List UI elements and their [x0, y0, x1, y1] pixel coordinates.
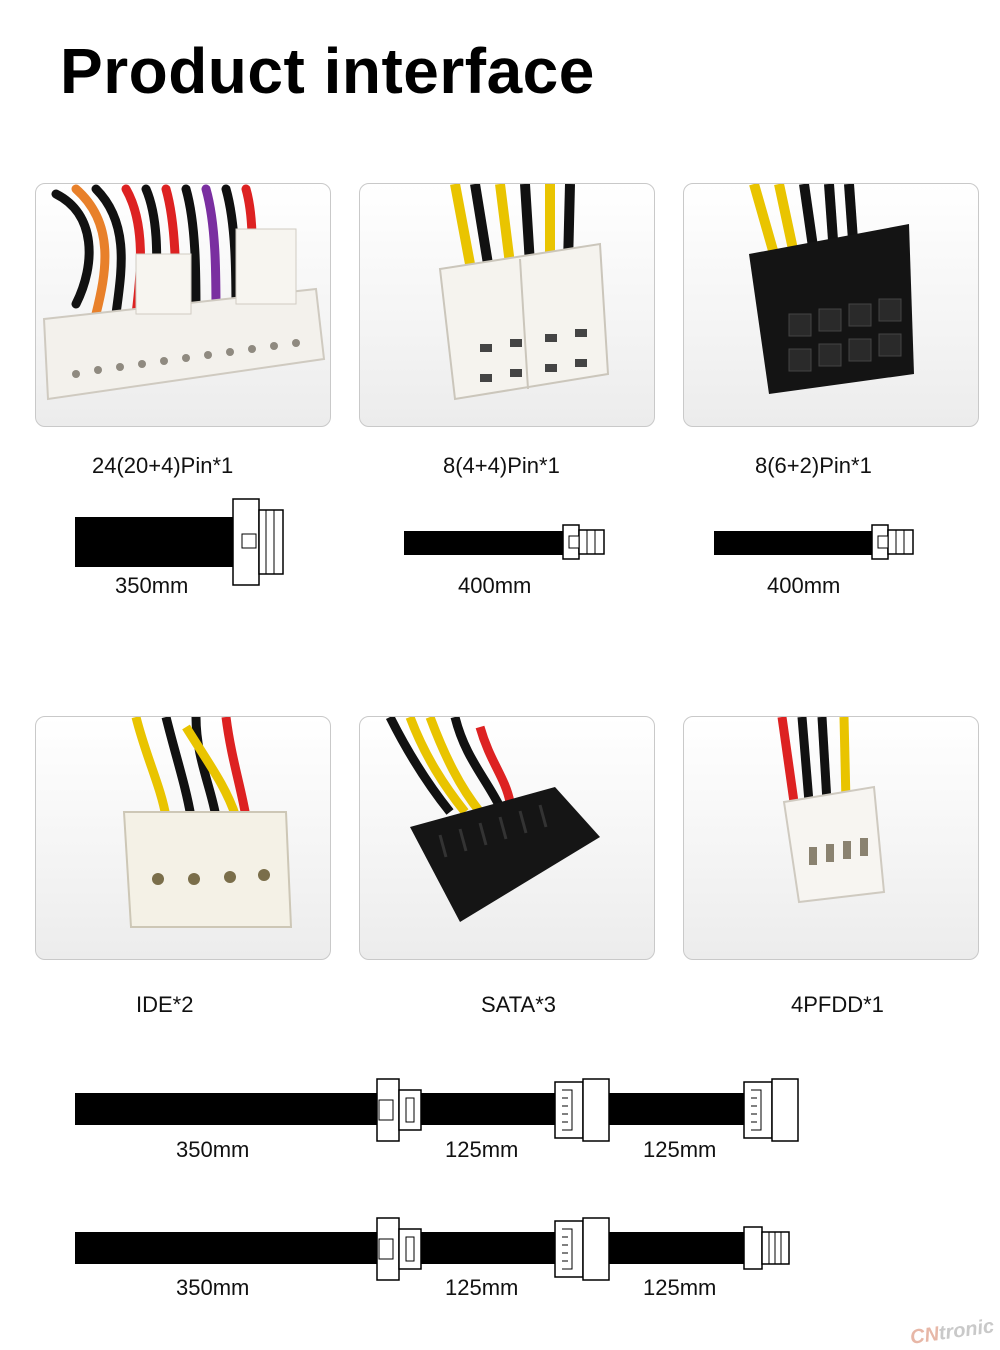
- cable-row-1-length-1: 350mm: [176, 1137, 250, 1162]
- cable-row-1-length-2: 125mm: [445, 1137, 519, 1162]
- cable-8pin-pcie: [714, 531, 874, 555]
- cable-row-2-segment-1: [75, 1232, 377, 1264]
- connector-8pin-pcie-icon: [871, 524, 914, 560]
- sata-connector-icon: [554, 1078, 610, 1142]
- photo-8pin-6plus2-connector: [683, 183, 979, 427]
- connector-label-4pfdd: 4PFDD*1: [791, 992, 884, 1017]
- connector-label-8pin-cpu: 8(4+4)Pin*1: [443, 453, 560, 478]
- fdd-connector-icon: [743, 1226, 790, 1270]
- photo-sata-connector: [359, 716, 655, 960]
- cable-row-2-length-3: 125mm: [643, 1275, 717, 1300]
- watermark-prefix: CN: [908, 1322, 941, 1349]
- cable-length-8pin-pcie: 400mm: [767, 573, 841, 598]
- photo-ide-connector: [35, 716, 331, 960]
- cable-row-2-length-1: 350mm: [176, 1275, 250, 1300]
- connector-label-sata: SATA*3: [481, 992, 556, 1017]
- sata-connector-icon: [554, 1217, 610, 1281]
- photo-8pin-4plus4-connector: [359, 183, 655, 427]
- connector-label-ide: IDE*2: [136, 992, 194, 1017]
- watermark-text: tronic: [936, 1315, 996, 1345]
- cable-row-1-segment-1: [75, 1093, 377, 1125]
- cable-row-1-length-3: 125mm: [643, 1137, 717, 1162]
- connector-24pin-icon: [232, 498, 284, 586]
- page-title: Product interface: [60, 35, 595, 107]
- ide-connector-icon: [376, 1078, 422, 1142]
- cable-row-2-length-2: 125mm: [445, 1275, 519, 1300]
- cable-row-1-segment-2: [421, 1093, 556, 1125]
- connector-label-8pin-pcie: 8(6+2)Pin*1: [755, 453, 872, 478]
- cable-length-24pin: 350mm: [115, 573, 189, 598]
- cable-24pin: [75, 517, 235, 567]
- cable-row-1-segment-3: [609, 1093, 745, 1125]
- ide-connector-icon: [376, 1217, 422, 1281]
- brand-watermark-logo: CNtronic: [908, 1315, 995, 1350]
- photo-4pfdd-connector: [683, 716, 979, 960]
- cable-row-2-segment-2: [421, 1232, 556, 1264]
- cable-length-8pin-cpu: 400mm: [458, 573, 532, 598]
- sata-connector-icon: [743, 1078, 799, 1142]
- photo-24pin-connector: [35, 183, 331, 427]
- cable-8pin-cpu: [404, 531, 564, 555]
- connector-8pin-cpu-icon: [562, 524, 605, 560]
- cable-row-2-segment-3: [609, 1232, 745, 1264]
- connector-label-24pin: 24(20+4)Pin*1: [92, 453, 234, 478]
